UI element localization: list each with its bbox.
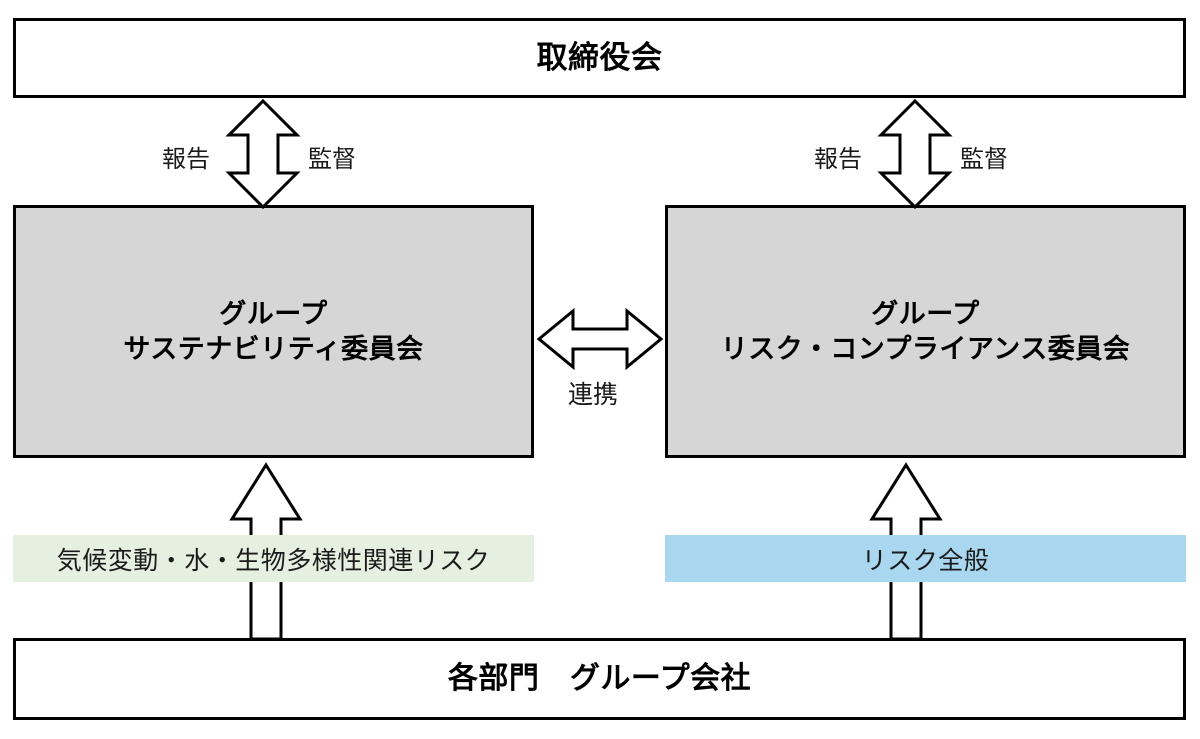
board-of-directors-label: 取締役会 (536, 40, 663, 76)
link-label: 連携 (568, 381, 619, 409)
group-sustainability-committee-box: グループ サステナビリティ委員会 (13, 205, 534, 458)
supervise-label-left: 監督 (308, 146, 356, 173)
departments-group-companies-label: 各部門 グループ会社 (447, 661, 752, 695)
departments-group-companies-box: 各部門 グループ会社 (13, 638, 1186, 720)
report-label-right: 報告 (814, 146, 862, 173)
double-headed-vertical-arrow-icon-left (225, 98, 301, 210)
general-risk-band: リスク全般 (665, 535, 1186, 582)
climate-water-biodiversity-risk-band: 気候変動・水・生物多様性関連リスク (13, 535, 534, 582)
board-of-directors-box: 取締役会 (13, 18, 1186, 98)
group-risk-compliance-committee-label: グループ リスク・コンプライアンス委員会 (720, 298, 1131, 364)
group-sustainability-committee-label: グループ サステナビリティ委員会 (123, 298, 424, 364)
group-risk-compliance-committee-box: グループ リスク・コンプライアンス委員会 (665, 205, 1186, 458)
climate-water-biodiversity-risk-label: 気候変動・水・生物多様性関連リスク (56, 546, 491, 575)
general-risk-label: リスク全般 (861, 546, 990, 575)
report-label-left: 報告 (162, 146, 210, 173)
double-headed-horizontal-arrow-icon (536, 308, 664, 370)
supervise-label-right: 監督 (960, 146, 1008, 173)
double-headed-vertical-arrow-icon-right (877, 98, 953, 210)
